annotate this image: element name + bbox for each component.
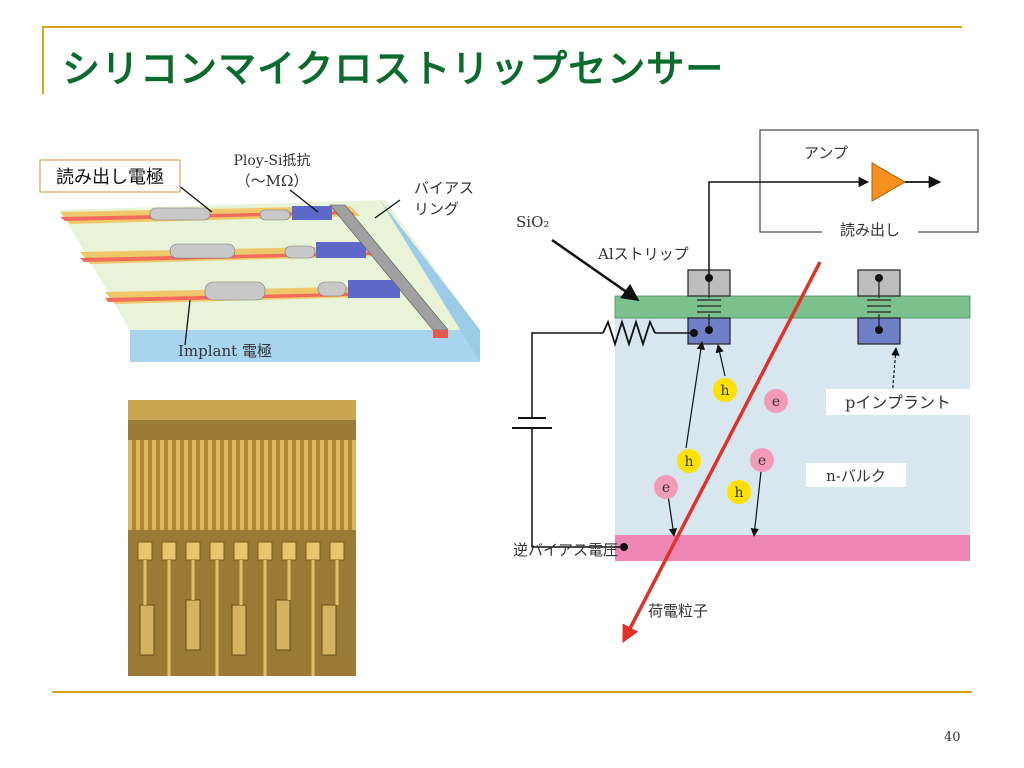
hole-1-label: h: [720, 383, 729, 399]
hole-1: [713, 378, 737, 402]
electron-carriers: [654, 389, 788, 499]
particle-track: [622, 261, 822, 644]
backplane-implant: [615, 535, 970, 561]
charged-particle-label: 荷電粒子: [648, 602, 708, 620]
strip-2: [80, 242, 378, 264]
readout-label: 読み出し: [840, 221, 900, 239]
reverse-bias-label: 逆バイアス電圧: [513, 541, 618, 559]
sio2-label: SiO₂: [516, 213, 549, 231]
amp-label: アンプ: [804, 144, 848, 162]
readout-label-bg: [822, 219, 918, 241]
sensor-3d-diagram: [60, 184, 480, 362]
n-bulk-label-bg: [806, 463, 906, 487]
hole-3: [727, 480, 751, 504]
n-bulk-region: [615, 315, 970, 535]
p-implant-label: pインプラント: [845, 393, 951, 412]
readout-electrode-pointer: [177, 184, 213, 213]
bias-ring-pointer: [374, 199, 401, 219]
bias-wire-top: [531, 332, 603, 418]
readout-wire: [708, 176, 870, 278]
strip-3: [105, 280, 400, 304]
title-rule: [42, 26, 962, 28]
amplifier-box: [759, 129, 979, 233]
hole-carriers: [677, 378, 751, 504]
footer-rule: [52, 691, 972, 693]
electron-3-label: e: [758, 453, 766, 469]
substrate-front: [130, 330, 480, 362]
electron-1: [764, 389, 788, 413]
bias-resistor: [602, 319, 656, 347]
implant-electrode-label: Implant 電極: [178, 342, 272, 360]
resistor-label: Ploy-Si抵抗: [233, 153, 310, 169]
hole-2: [677, 449, 701, 473]
page-number: 40: [944, 730, 961, 745]
al-strip-label: Alストリップ: [597, 245, 689, 263]
resistor-pointer: [289, 189, 319, 213]
slide-title: シリコンマイクロストリップセンサー: [62, 47, 725, 91]
micrograph-photo: [128, 400, 356, 676]
substrate-side: [380, 200, 480, 362]
readout-electrode-box: [39, 159, 181, 193]
readout-electrode-label: 読み出し電極: [56, 167, 164, 188]
implant-pointer: [184, 299, 191, 346]
title-rule-left: [42, 26, 44, 94]
bias-ring-label-1: バイアス: [414, 179, 474, 197]
n-bulk-label: n-バルク: [826, 467, 886, 485]
p-implant-label-bg: [826, 389, 970, 415]
bias-ring-label-2: リング: [414, 200, 459, 218]
hole-3-label: h: [734, 485, 743, 501]
electron-3: [750, 448, 774, 472]
electron-1-label: e: [772, 394, 780, 410]
cross-section-diagram: [512, 129, 979, 644]
amplifier-symbol: [871, 162, 907, 202]
electron-2: [654, 475, 678, 499]
hole-2-label: h: [684, 454, 693, 470]
p-implant-pointer: [891, 347, 900, 399]
bias-wire-bottom: [531, 428, 624, 548]
electron-2-label: e: [662, 480, 670, 496]
sio2-pointer: [551, 238, 640, 302]
resistance-label: （～MΩ）: [236, 172, 309, 190]
strip-1: [60, 206, 360, 224]
